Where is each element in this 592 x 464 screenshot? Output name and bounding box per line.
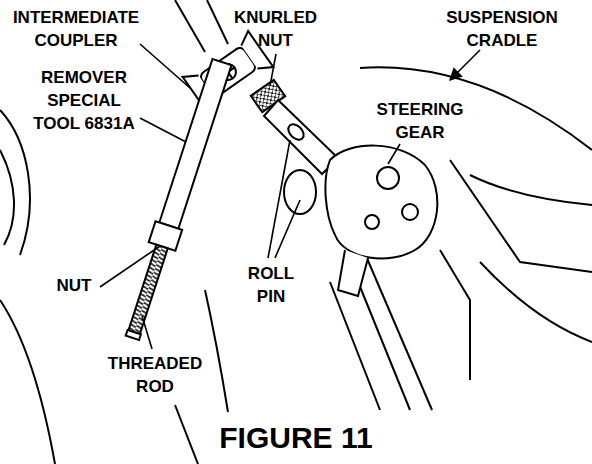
figure-caption: FIGURE 11 (0, 420, 592, 456)
part-label: KNURLED NUT (228, 6, 323, 52)
steering-gear-part (365, 215, 379, 229)
steering-gear-part (402, 204, 418, 220)
part-label: ROLL PIN (240, 262, 302, 308)
body-panels-part (205, 290, 228, 412)
intermediate-shaft-part (175, 0, 228, 52)
part-label: STEERING GEAR (370, 98, 470, 144)
remover-tool-part (128, 245, 168, 336)
tie-rod-lines-part (366, 256, 432, 410)
suspension-cradle-part (450, 160, 592, 272)
part-label: THREADED ROD (100, 352, 210, 398)
body-panels-part (0, 150, 14, 245)
leader-lines-part (275, 200, 300, 258)
remover-tool (119, 58, 235, 342)
leader-lines-part (142, 316, 152, 349)
body-panels-part (175, 405, 198, 464)
body-panels-part (0, 300, 55, 464)
leader-lines-part (388, 144, 400, 164)
part-label: SUSPENSION CRADLE (432, 6, 572, 52)
tie-rod-lines (330, 250, 470, 410)
leader-lines-part (270, 54, 276, 86)
body-panels-part (0, 110, 30, 255)
steering-gear-part (264, 100, 338, 174)
intermediate-shaft (175, 0, 228, 52)
suspension-cradle-part (480, 262, 592, 342)
remover-tool-part (126, 330, 141, 340)
suspension-cradle-part (360, 67, 592, 150)
leader-lines-part (140, 44, 190, 88)
part-label: INTERMEDIATE COUPLER (6, 6, 146, 52)
suspension-cradle-part (470, 175, 592, 205)
leader-lines-part (100, 246, 160, 287)
steering-gear-part (338, 250, 368, 296)
remover-tool-part (149, 221, 182, 251)
steering-gear-part (325, 146, 437, 259)
part-label: REMOVER SPECIAL TOOL 6831A (28, 66, 140, 135)
leader-lines (100, 44, 480, 349)
leader-lines-part (140, 118, 186, 142)
steering-gear-part (285, 121, 306, 142)
steering-gear-part (377, 167, 399, 189)
remover-tool-part (159, 59, 231, 229)
steering-gear-part (284, 170, 316, 214)
part-label: NUT (48, 274, 100, 297)
tie-rod-lines-part (330, 282, 380, 410)
leader-lines-part (268, 140, 290, 258)
tie-rod-lines-part (440, 250, 470, 380)
leader-lines-part (450, 50, 480, 80)
